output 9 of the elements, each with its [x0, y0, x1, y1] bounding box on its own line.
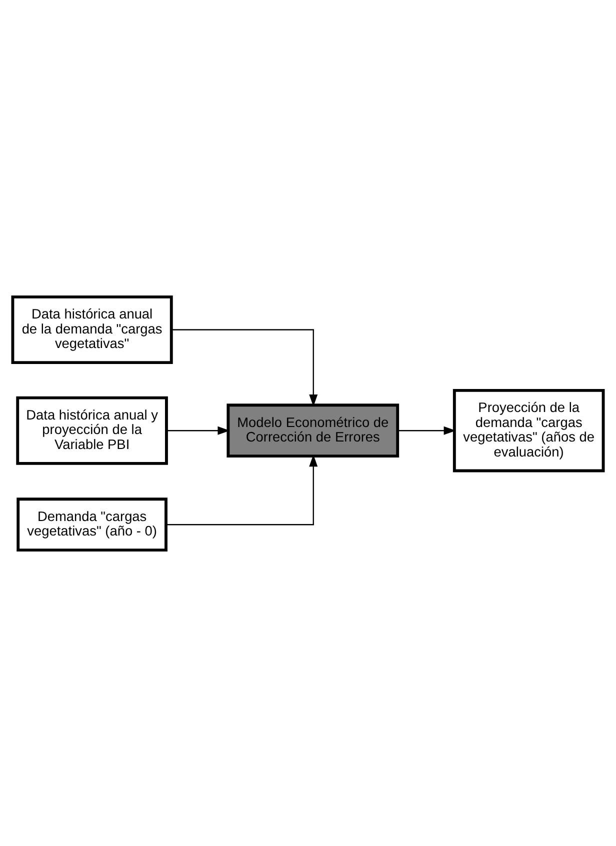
- arrow: [166, 426, 230, 434]
- arrow: [166, 454, 318, 525]
- node-box: Proyección de la demanda "cargas vegetativas" (años de evaluación): [452, 388, 605, 472]
- node-box: Data histórica anual de la demanda "cargas vegetativas": [11, 294, 173, 364]
- node-box: Demanda "cargas vegetativas" (año - 0): [16, 497, 168, 552]
- node-box: Modelo Econométrico de Corrección de Errores: [226, 403, 400, 458]
- node-box: Data histórica anual y proyección de la Variable PBI: [16, 396, 168, 464]
- arrow: [398, 426, 456, 434]
- arrow: [172, 328, 318, 406]
